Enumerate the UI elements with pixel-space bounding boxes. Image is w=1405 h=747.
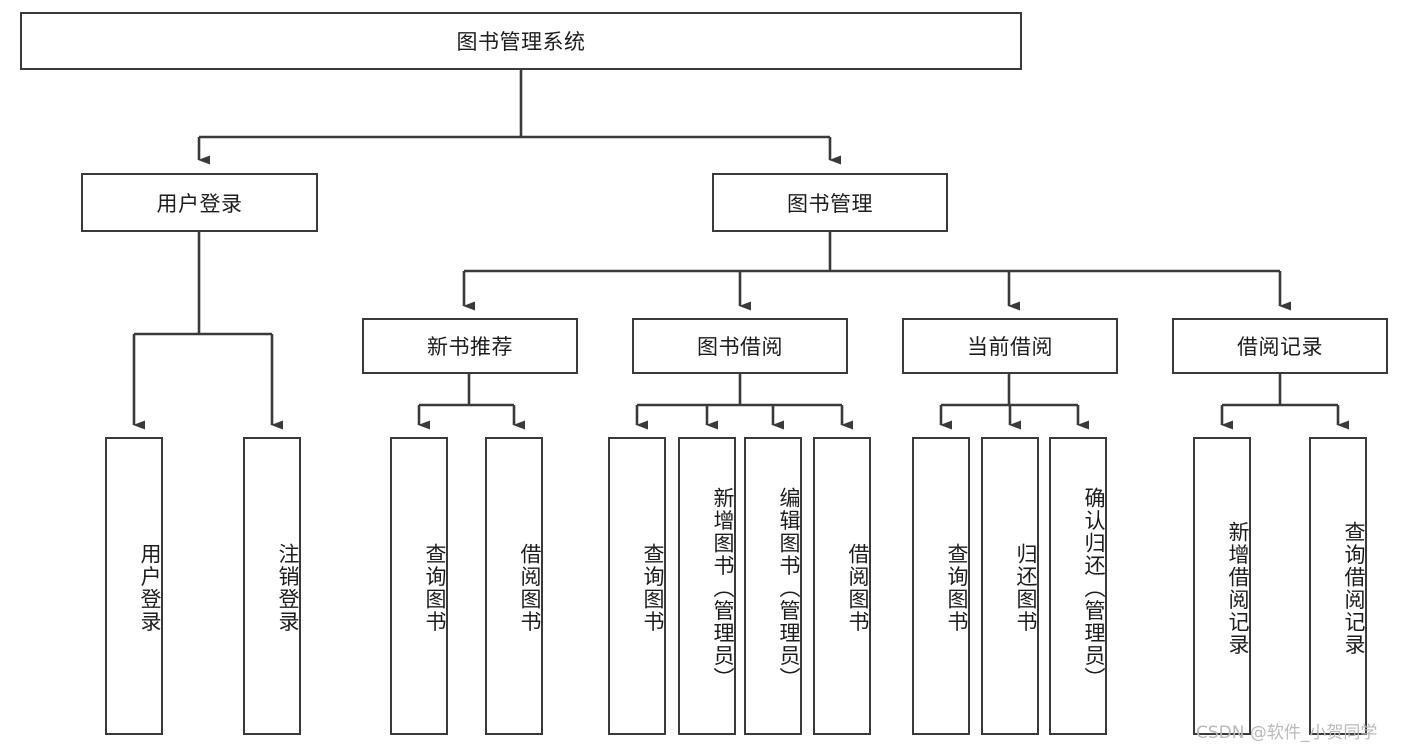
leaf-book-borrow-query-book[interactable]: 查询图书 [608,437,666,735]
node-new-book-recommend[interactable]: 新书推荐 [362,318,578,374]
node-book-management[interactable]: 图书管理 [712,173,948,232]
node-label: 查询图书 [423,543,447,633]
node-current-borrow[interactable]: 当前借阅 [902,318,1118,374]
node-label: 注销登录 [276,543,300,633]
node-book-borrow[interactable]: 图书借阅 [632,318,848,374]
node-label: 图书管理系统 [456,30,586,54]
node-label: 归还图书 [1014,543,1038,633]
csdn-watermark: CSDN @软件_小贺同学 [1196,723,1378,743]
node-label: 用户登录 [138,543,162,633]
leaf-borrow-record-add-record[interactable]: 新增借阅记录 [1193,437,1251,735]
node-label: 查询借阅记录 [1342,520,1366,656]
node-label: 图书管理 [787,191,873,216]
node-label: 编辑图书（管理员） [777,486,801,690]
leaf-borrow-record-query-record[interactable]: 查询借阅记录 [1309,437,1367,735]
node-label: 查询图书 [945,543,969,633]
node-root-book-management-system[interactable]: 图书管理系统 [20,12,1022,70]
node-label: 用户登录 [156,191,243,216]
leaf-current-borrow-confirm-return-admin[interactable]: 确认归还（管理员） [1049,437,1107,735]
leaf-book-borrow-add-book-admin[interactable]: 新增图书（管理员） [678,437,736,735]
node-label: 查询图书 [641,543,665,633]
node-label: 当前借阅 [967,335,1053,359]
leaf-current-borrow-query-book[interactable]: 查询图书 [912,437,970,735]
node-user-login[interactable]: 用户登录 [81,173,318,232]
node-label: 新书推荐 [427,335,513,359]
node-label: 新增图书（管理员） [711,486,735,690]
leaf-current-borrow-return-book[interactable]: 归还图书 [981,437,1039,735]
leaf-new-book-borrow-book[interactable]: 借阅图书 [485,437,543,735]
node-label: 新增借阅记录 [1226,520,1250,656]
node-label: 图书借阅 [697,335,783,359]
leaf-user-login-logout[interactable]: 注销登录 [243,437,301,735]
node-label: 确认归还（管理员） [1082,486,1106,690]
node-label: 借阅图书 [846,543,870,633]
leaf-book-borrow-borrow-book[interactable]: 借阅图书 [813,437,871,735]
leaf-user-login-login[interactable]: 用户登录 [105,437,163,735]
node-borrow-record[interactable]: 借阅记录 [1172,318,1388,374]
node-label: 借阅图书 [518,543,542,633]
leaf-new-book-query-book[interactable]: 查询图书 [390,437,448,735]
leaf-book-borrow-edit-book-admin[interactable]: 编辑图书（管理员） [744,437,802,735]
node-label: 借阅记录 [1237,335,1323,359]
